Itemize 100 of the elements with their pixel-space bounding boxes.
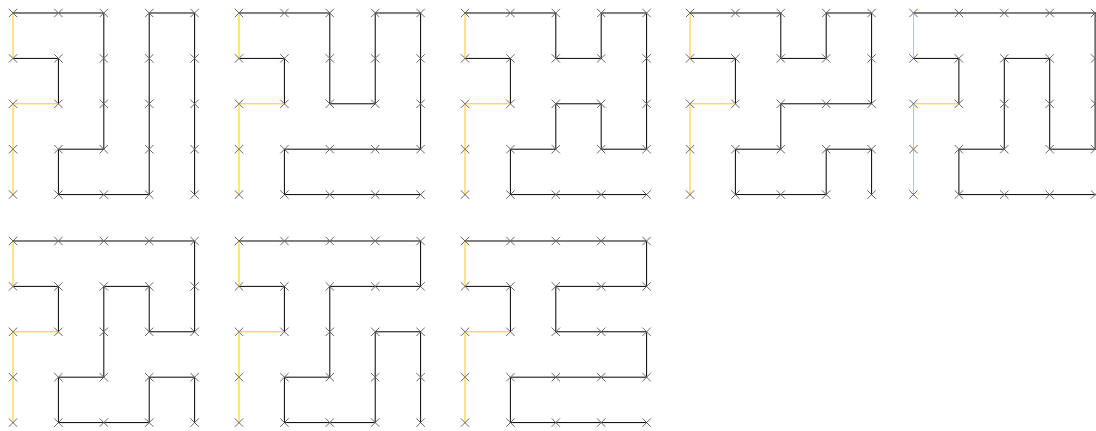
cross-mark bbox=[776, 53, 786, 63]
cross-mark bbox=[279, 418, 289, 428]
grid-line bbox=[871, 58, 873, 104]
grid-line bbox=[57, 58, 59, 104]
grid-line bbox=[959, 12, 1005, 14]
cross-mark bbox=[234, 53, 244, 63]
grid-line bbox=[103, 58, 105, 104]
grid-line bbox=[284, 148, 330, 150]
grid-line bbox=[601, 285, 647, 287]
cross-mark bbox=[8, 190, 18, 200]
grid-line bbox=[780, 13, 782, 59]
cross-mark bbox=[642, 144, 652, 154]
grid-line bbox=[601, 12, 647, 14]
grid-line bbox=[58, 376, 104, 378]
grid-line bbox=[283, 149, 285, 195]
cross-mark bbox=[325, 190, 335, 200]
grid-line bbox=[913, 12, 959, 14]
path-segment bbox=[464, 13, 466, 59]
grid-line bbox=[556, 285, 601, 287]
grid-line bbox=[420, 104, 422, 149]
cross-mark bbox=[460, 99, 470, 109]
cross-mark bbox=[144, 190, 154, 200]
grid-line bbox=[57, 286, 59, 332]
cross-mark bbox=[596, 327, 606, 337]
grid-line bbox=[283, 58, 285, 104]
cross-mark bbox=[416, 372, 426, 382]
cross-mark bbox=[460, 281, 470, 291]
cross-mark bbox=[460, 418, 470, 428]
grid-line bbox=[825, 149, 827, 195]
grid-line bbox=[57, 377, 59, 423]
cross-mark bbox=[642, 8, 652, 18]
cross-mark bbox=[596, 418, 606, 428]
cross-mark bbox=[234, 144, 244, 154]
grid-line bbox=[509, 286, 511, 332]
cross-mark bbox=[730, 99, 740, 109]
cross-mark bbox=[730, 144, 740, 154]
cross-mark bbox=[416, 190, 426, 200]
grid-line bbox=[601, 376, 647, 378]
cross-mark bbox=[505, 53, 515, 63]
cross-mark bbox=[642, 190, 652, 200]
cross-mark bbox=[370, 236, 380, 246]
cross-mark bbox=[370, 99, 380, 109]
grid-line bbox=[13, 57, 59, 59]
path-segment bbox=[690, 103, 736, 105]
grid-line bbox=[420, 13, 422, 59]
cross-mark bbox=[8, 53, 18, 63]
cross-mark bbox=[279, 99, 289, 109]
cross-mark bbox=[234, 372, 244, 382]
cross-mark bbox=[144, 372, 154, 382]
cross-mark bbox=[505, 99, 515, 109]
grid-line bbox=[103, 104, 105, 149]
grid-line bbox=[330, 422, 375, 424]
grid-line bbox=[509, 58, 511, 104]
grid-line bbox=[148, 104, 150, 149]
grid-line bbox=[958, 58, 960, 104]
cross-mark bbox=[279, 327, 289, 337]
grid-line bbox=[510, 422, 556, 424]
cross-mark bbox=[144, 236, 154, 246]
grid-line bbox=[601, 148, 647, 150]
grid-line bbox=[1049, 148, 1095, 150]
grid-line bbox=[104, 240, 149, 242]
grid-line bbox=[330, 103, 375, 105]
cross-mark bbox=[53, 418, 63, 428]
grid-line bbox=[239, 285, 285, 287]
cross-mark bbox=[551, 99, 561, 109]
grid-line bbox=[194, 377, 196, 423]
grid-line bbox=[555, 104, 557, 149]
cross-mark bbox=[505, 281, 515, 291]
cross-mark bbox=[460, 372, 470, 382]
path-segment bbox=[689, 104, 691, 149]
cross-mark bbox=[821, 53, 831, 63]
path-segment bbox=[464, 377, 466, 423]
grid-line bbox=[103, 286, 105, 332]
path-segment bbox=[12, 13, 14, 59]
grid-line bbox=[959, 148, 1005, 150]
grid-line bbox=[58, 194, 104, 196]
cross-mark bbox=[954, 8, 964, 18]
grid-line bbox=[913, 57, 959, 59]
grid-line bbox=[330, 194, 375, 196]
cross-mark bbox=[53, 8, 63, 18]
path-segment bbox=[689, 149, 691, 195]
grid-line bbox=[329, 286, 331, 332]
grid-line bbox=[646, 58, 648, 104]
grid-line bbox=[149, 331, 195, 333]
grid-line bbox=[826, 103, 872, 105]
path-segment bbox=[12, 104, 14, 149]
cross-mark bbox=[190, 236, 200, 246]
grid-line bbox=[148, 377, 150, 423]
cross-mark bbox=[99, 144, 109, 154]
cross-mark bbox=[460, 236, 470, 246]
cross-mark bbox=[99, 99, 109, 109]
cross-mark bbox=[416, 8, 426, 18]
cross-mark bbox=[1090, 190, 1096, 200]
cross-mark bbox=[370, 372, 380, 382]
cross-mark bbox=[325, 372, 335, 382]
grid-line bbox=[329, 58, 331, 104]
cross-mark bbox=[954, 99, 964, 109]
grid-line bbox=[13, 285, 59, 287]
cross-mark bbox=[776, 8, 786, 18]
cross-mark bbox=[416, 236, 426, 246]
